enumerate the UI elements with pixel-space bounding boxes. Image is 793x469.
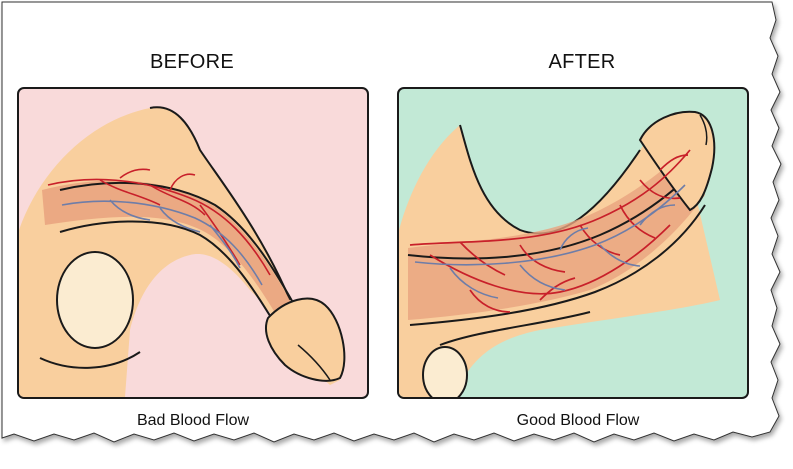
before-testicle [56, 251, 134, 349]
after-panel [397, 87, 749, 399]
after-testicle [422, 346, 468, 397]
after-glans [638, 110, 716, 212]
before-title: BEFORE [149, 51, 235, 73]
before-glans [265, 297, 346, 382]
before-veins [61, 199, 263, 286]
after-caption: Good Blood Flow [516, 412, 640, 429]
before-illustration [19, 106, 346, 397]
after-illustration [399, 110, 720, 397]
after-title: AFTER [548, 51, 616, 73]
after-veins [414, 184, 686, 299]
before-caption: Bad Blood Flow [136, 412, 250, 429]
before-panel [17, 87, 369, 399]
